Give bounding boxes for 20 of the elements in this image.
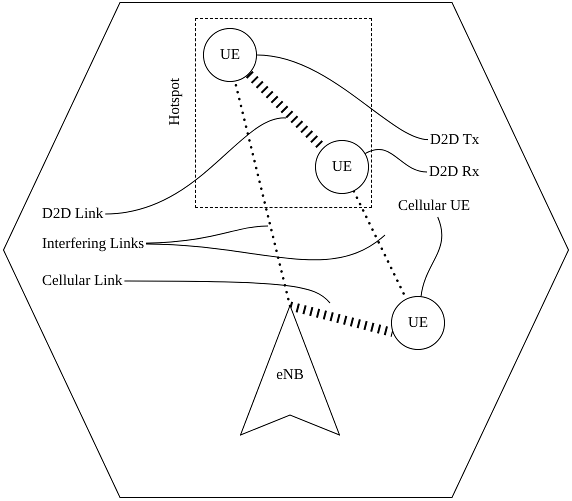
area-title: Hotspot (166, 78, 184, 126)
callout-label: D2D Tx (430, 131, 480, 149)
leader-line (124, 280, 330, 304)
ue-circle: UE (391, 296, 445, 350)
ue-circle: UE (203, 28, 257, 82)
callout-label: D2D Link (42, 205, 104, 223)
leader-line (364, 148, 428, 172)
leader-line (420, 216, 442, 297)
leader-line (104, 118, 286, 214)
callout-label: Cellular UE (398, 197, 470, 215)
callout-label: Interfering Links (42, 235, 144, 253)
callout-label: Cellular Link (42, 272, 122, 290)
leader-line (146, 234, 386, 260)
enb-tower: eNB (240, 305, 340, 437)
leader-line (256, 54, 428, 140)
hatched-link (288, 302, 394, 337)
leader-line (146, 226, 268, 244)
ue-circle: UE (315, 140, 369, 194)
callout-label: D2D Rx (429, 163, 480, 181)
cell-hexagon (3, 2, 569, 498)
